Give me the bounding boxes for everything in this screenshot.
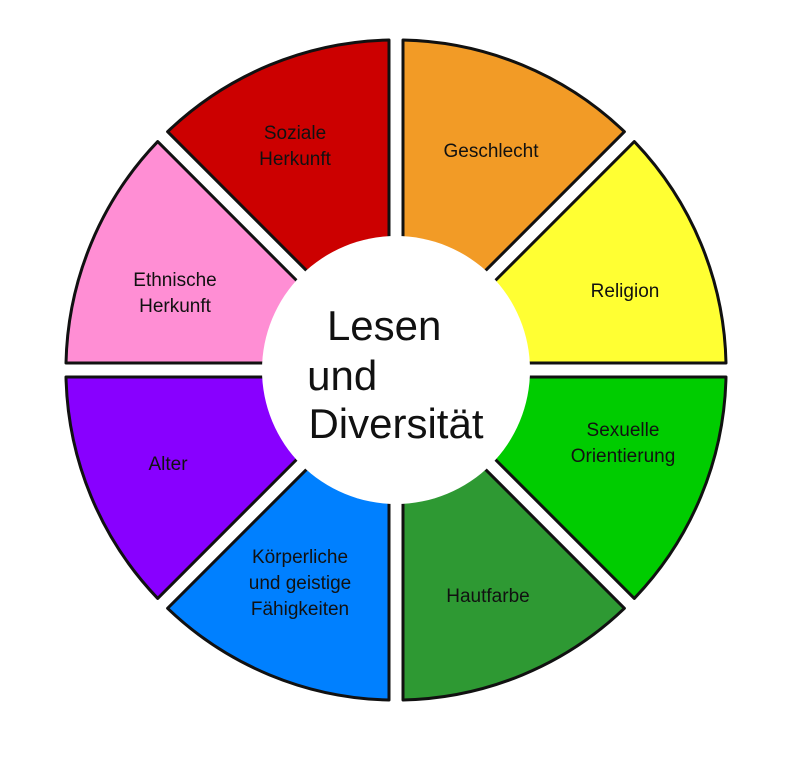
segment-shape-soziale-herkunft bbox=[166, 38, 391, 292]
segment-shape-geschlecht bbox=[401, 38, 626, 292]
segment-shape-religion bbox=[474, 140, 728, 365]
segment-religion: Religion bbox=[474, 140, 728, 365]
segment-label-line: Herkunft bbox=[259, 149, 332, 170]
wheel-center: Lesen und Diversität bbox=[262, 236, 530, 504]
segment-shape-hautfarbe bbox=[401, 448, 626, 702]
segment-label-line: Herkunft bbox=[139, 296, 212, 317]
segment-alter: Alter bbox=[64, 375, 318, 600]
segment-shape-alter bbox=[64, 375, 318, 600]
segment-label-line: Alter bbox=[148, 454, 188, 475]
center-circle bbox=[262, 236, 530, 504]
segment-label-line: Soziale bbox=[264, 123, 326, 144]
segment-label-hautfarbe: Hautfarbe bbox=[446, 586, 529, 607]
segment-hautfarbe: Hautfarbe bbox=[401, 448, 626, 702]
segment-shape-sexuelle-orientierung bbox=[474, 375, 728, 600]
center-line-2: und bbox=[307, 352, 377, 399]
segment-shape-faehigkeiten bbox=[166, 448, 391, 702]
segment-label-line: Hautfarbe bbox=[446, 586, 529, 607]
segment-geschlecht: Geschlecht bbox=[401, 38, 626, 292]
segment-label-line: Sexuelle bbox=[587, 420, 660, 441]
segment-label-line: Geschlecht bbox=[443, 141, 539, 162]
segment-label-alter: Alter bbox=[148, 454, 188, 475]
segment-label-line: Religion bbox=[591, 281, 660, 302]
segment-label-line: Körperliche bbox=[252, 547, 348, 568]
center-line-3: Diversität bbox=[308, 400, 483, 447]
segment-label-line: Orientierung bbox=[571, 446, 676, 467]
segment-label-line: und geistige bbox=[249, 573, 351, 594]
segment-label-geschlecht: Geschlecht bbox=[443, 141, 539, 162]
center-line-1: Lesen bbox=[327, 302, 441, 349]
segment-label-religion: Religion bbox=[591, 281, 660, 302]
center-title: Lesen und Diversität bbox=[307, 302, 484, 447]
segment-label-line: Fähigkeiten bbox=[251, 599, 349, 620]
segment-label-line: Ethnische bbox=[133, 270, 216, 291]
segment-shape-ethnische-herkunft bbox=[64, 140, 318, 365]
